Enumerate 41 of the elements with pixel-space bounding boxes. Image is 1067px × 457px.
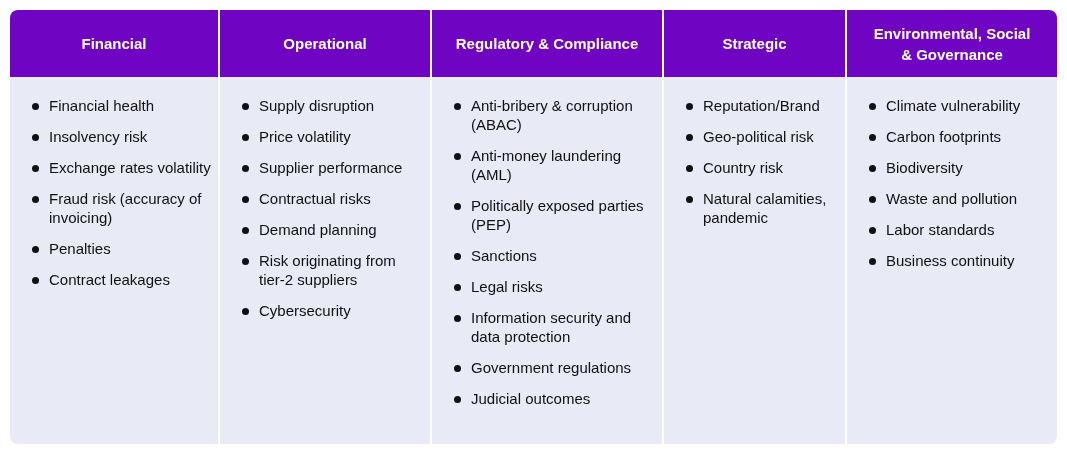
- list-item: Reputation/Brand: [703, 96, 820, 115]
- list-item: Supplier performance: [259, 158, 403, 177]
- list-item: Sanctions: [471, 246, 537, 265]
- list-item: Country risk: [703, 158, 784, 177]
- column-panel: [664, 10, 845, 444]
- list-item: Exchange rates volatility: [49, 158, 211, 177]
- list-item: Supply disruption: [259, 96, 375, 115]
- list-item: Price volatility: [259, 127, 351, 146]
- list-item: Information security and data protection: [471, 308, 633, 346]
- list-item: Cybersecurity: [259, 301, 351, 320]
- list-item: Biodiversity: [886, 158, 963, 177]
- list-item: Labor standards: [886, 220, 995, 239]
- column-panel: [220, 10, 430, 444]
- list-item: Contract leakages: [49, 270, 170, 289]
- list-item: Legal risks: [471, 277, 543, 296]
- list-item: Demand planning: [259, 220, 377, 239]
- list-item: Risk originating from tier-2 suppliers: [259, 251, 397, 289]
- column-header: Environmental, Social & Governance: [847, 10, 1057, 77]
- column-header: Financial: [10, 10, 218, 77]
- list-item: Judicial outcomes: [471, 389, 591, 408]
- list-item: Carbon footprints: [886, 127, 1002, 146]
- list-item: Geo-political risk: [703, 127, 814, 146]
- column-panel: [10, 10, 218, 444]
- column-header: Regulatory & Compliance: [432, 10, 662, 77]
- list-item: Natural calamities, pandemic: [703, 189, 828, 227]
- list-item: Anti-money laundering (AML): [471, 146, 623, 184]
- column-panel: [432, 10, 662, 444]
- list-item: Contractual risks: [259, 189, 371, 208]
- list-item: Fraud risk (accuracy of invoicing): [49, 189, 203, 227]
- column-header: Strategic: [664, 10, 845, 77]
- list-item: Penalties: [49, 239, 111, 258]
- list-item: Insolvency risk: [49, 127, 148, 146]
- column-header: Operational: [220, 10, 430, 77]
- list-item: Politically exposed parties (PEP): [471, 196, 645, 234]
- list-item: Waste and pollution: [886, 189, 1018, 208]
- list-item: Financial health: [49, 96, 155, 115]
- column-panel: [847, 10, 1057, 444]
- list-item: Climate vulnerability: [886, 96, 1021, 115]
- list-item: Anti-bribery & corruption (ABAC): [471, 96, 634, 134]
- list-item: Business continuity: [886, 251, 1015, 270]
- list-item: Government regulations: [471, 358, 632, 377]
